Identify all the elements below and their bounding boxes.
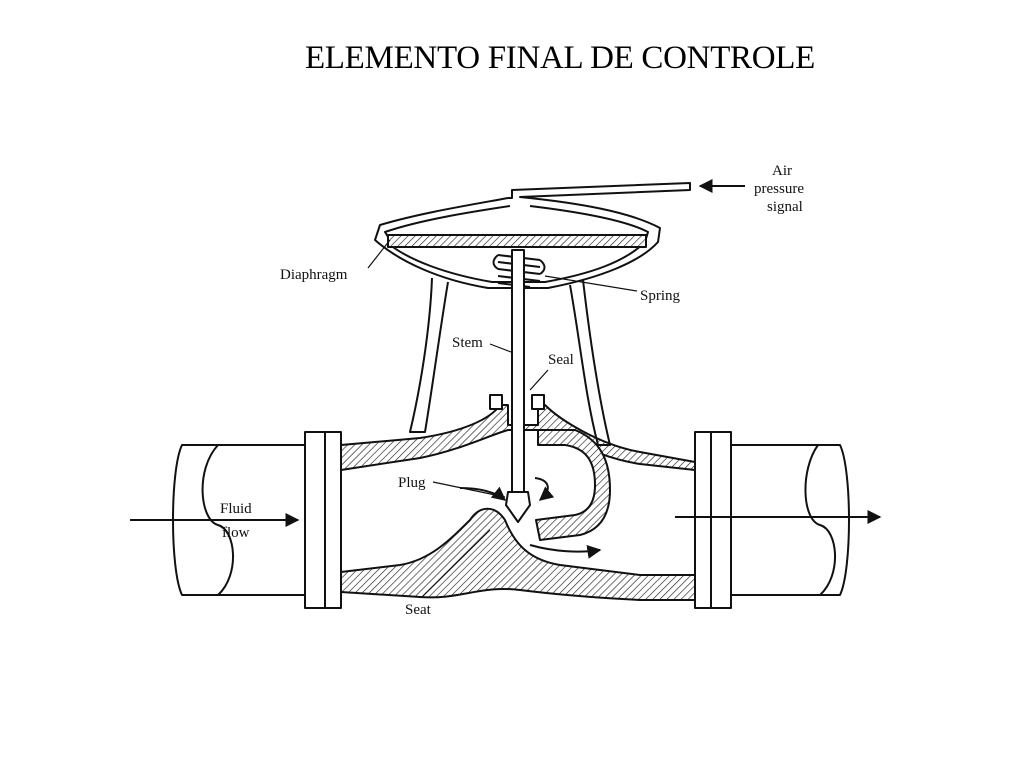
packing-seal-left — [489, 394, 503, 410]
label-pressure: pressure — [754, 181, 804, 197]
label-seal: Seal — [548, 352, 574, 368]
label-plug: Plug — [398, 475, 426, 491]
page-title: ELEMENTO FINAL DE CONTROLE — [304, 40, 816, 76]
outlet-flange — [694, 431, 712, 609]
packing-seal-right — [531, 394, 545, 410]
yoke-left-leg — [409, 277, 449, 433]
diaphragm-housing — [374, 182, 691, 289]
valve-body-top-wall — [340, 404, 696, 471]
label-signal: signal — [767, 199, 803, 215]
outlet-pipe — [731, 444, 850, 596]
valve-partition — [535, 429, 611, 541]
internal-flow-arrow-2 — [534, 477, 555, 501]
yoke-right-leg — [569, 279, 611, 446]
label-stem: Stem — [452, 335, 483, 351]
internal-flow-arrow-1 — [459, 486, 507, 501]
inlet-flange — [304, 431, 326, 609]
label-air: Air — [772, 163, 792, 179]
label-seat: Seat — [405, 602, 432, 618]
valve-body-bottom-wall — [340, 507, 696, 601]
valve-stem — [511, 249, 525, 499]
label-spring: Spring — [640, 288, 681, 304]
diaphragm-plate — [387, 234, 647, 248]
label-fluid: Fluid — [220, 501, 252, 517]
label-diaphragm: Diaphragm — [280, 267, 348, 283]
internal-flow-arrow-3 — [529, 544, 602, 559]
valve-plug — [505, 491, 531, 523]
label-flow: flow — [222, 525, 250, 541]
